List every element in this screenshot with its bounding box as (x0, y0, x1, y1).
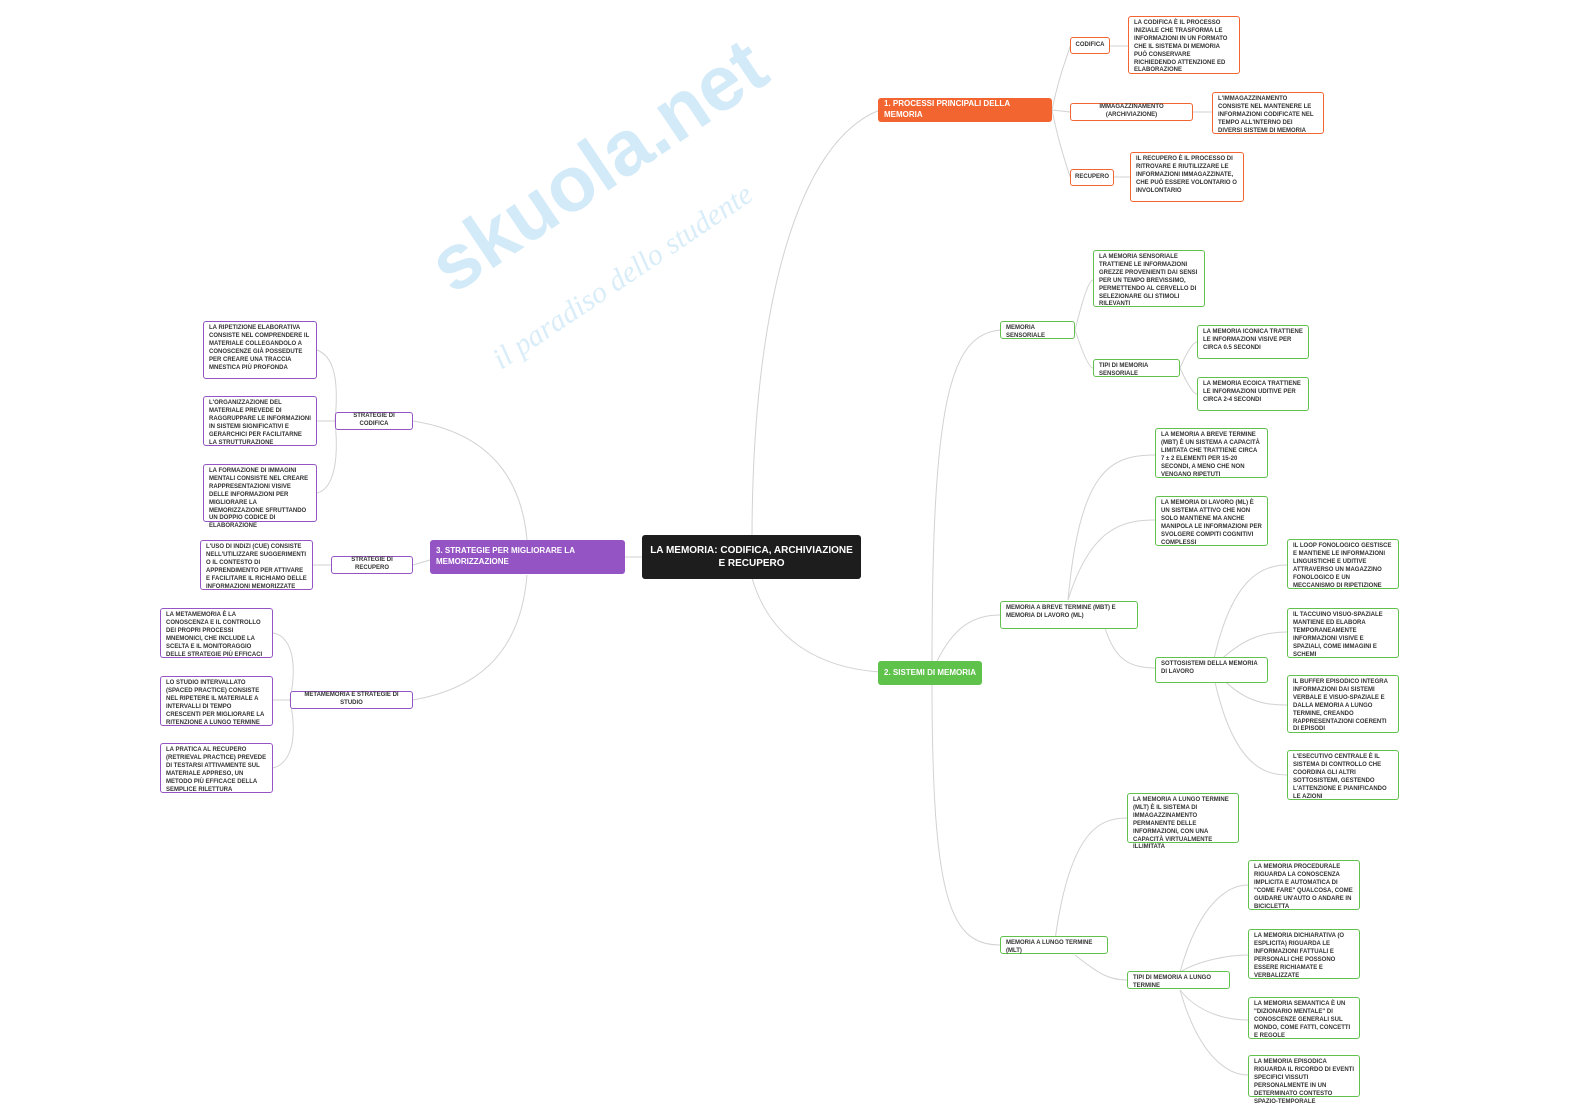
note-codifica[interactable]: LA CODIFICA È IL PROCESSO INIZIALE CHE T… (1128, 16, 1240, 74)
note-loop-fonologico[interactable]: IL LOOP FONOLOGICO GESTISCE E MANTIENE L… (1287, 539, 1399, 589)
note-indizi[interactable]: L'USO DI INDIZI (CUE) CONSISTE NELL'UTIL… (200, 540, 313, 590)
branch-processi[interactable]: 1. PROCESSI PRINCIPALI DELLA MEMORIA (878, 98, 1052, 122)
note-immagazzinamento[interactable]: L'IMMAGAZZINAMENTO CONSISTE NEL MANTENER… (1212, 92, 1324, 134)
node-codifica[interactable]: CODIFICA (1070, 37, 1110, 54)
node-immagazzinamento[interactable]: IMMAGAZZINAMENTO (ARCHIVIAZIONE) (1070, 103, 1193, 121)
note-taccuino[interactable]: IL TACCUINO VISUO-SPAZIALE MANTIENE ED E… (1287, 608, 1399, 658)
branch-strategie[interactable]: 3. STRATEGIE PER MIGLIORARE LA MEMORIZZA… (430, 540, 625, 574)
note-studio-intervallato[interactable]: LO STUDIO INTERVALLATO (SPACED PRACTICE)… (160, 676, 273, 726)
note-mlt[interactable]: LA MEMORIA A LUNGO TERMINE (MLT) È IL SI… (1127, 793, 1239, 850)
node-mbt[interactable]: MEMORIA A BREVE TERMINE (MBT) E MEMORIA … (1000, 601, 1138, 629)
note-ecoica[interactable]: LA MEMORIA ECOICA TRATTIENE LE INFORMAZI… (1197, 377, 1309, 411)
node-sottosistemi[interactable]: SOTTOSISTEMI DELLA MEMORIA DI LAVORO (1155, 657, 1268, 683)
note-memoria-sensoriale[interactable]: LA MEMORIA SENSORIALE TRATTIENE LE INFOR… (1093, 250, 1205, 307)
note-immagini[interactable]: LA FORMAZIONE DI IMMAGINI MENTALI CONSIS… (203, 464, 317, 529)
note-metamemoria[interactable]: LA METAMEMORIA È LA CONOSCENZA E IL CONT… (160, 608, 273, 658)
note-semantica[interactable]: LA MEMORIA SEMANTICA È UN "DIZIONARIO ME… (1248, 997, 1360, 1039)
note-mbt[interactable]: LA MEMORIA A BREVE TERMINE (MBT) È UN SI… (1155, 428, 1268, 478)
note-buffer[interactable]: IL BUFFER EPISODICO INTEGRA INFORMAZIONI… (1287, 675, 1399, 733)
central-topic[interactable]: LA MEMORIA: CODIFICA, ARCHIVIAZIONE E RE… (642, 535, 861, 579)
branch-sistemi[interactable]: 2. SISTEMI DI MEMORIA (878, 661, 982, 685)
node-strategie-recupero[interactable]: STRATEGIE DI RECUPERO (331, 556, 413, 574)
note-iconica[interactable]: LA MEMORIA ICONICA TRATTIENE LE INFORMAZ… (1197, 325, 1309, 359)
node-strategie-codifica[interactable]: STRATEGIE DI CODIFICA (335, 412, 413, 430)
note-pratica-recupero[interactable]: LA PRATICA AL RECUPERO (RETRIEVAL PRACTI… (160, 743, 273, 793)
node-metamemoria[interactable]: METAMEMORIA E STRATEGIE DI STUDIO (290, 691, 413, 709)
node-memoria-sensoriale[interactable]: MEMORIA SENSORIALE (1000, 321, 1075, 339)
note-esecutivo[interactable]: L'ESECUTIVO CENTRALE È IL SISTEMA DI CON… (1287, 750, 1399, 800)
node-tipi-sensoriale[interactable]: TIPI DI MEMORIA SENSORIALE (1093, 359, 1180, 377)
note-dichiarativa[interactable]: LA MEMORIA DICHIARATIVA (O ESPLICITA) RI… (1248, 929, 1360, 979)
note-ripetizione[interactable]: LA RIPETIZIONE ELABORATIVA CONSISTE NEL … (203, 321, 317, 379)
note-episodica[interactable]: LA MEMORIA EPISODICA RIGUARDA IL RICORDO… (1248, 1055, 1360, 1105)
note-organizzazione[interactable]: L'ORGANIZZAZIONE DEL MATERIALE PREVEDE D… (203, 396, 317, 446)
node-recupero[interactable]: RECUPERO (1070, 169, 1114, 186)
note-recupero[interactable]: IL RECUPERO È IL PROCESSO DI RITROVARE E… (1130, 152, 1244, 202)
note-procedurale[interactable]: LA MEMORIA PROCEDURALE RIGUARDA LA CONOS… (1248, 860, 1360, 910)
node-mlt[interactable]: MEMORIA A LUNGO TERMINE (MLT) (1000, 936, 1108, 954)
node-tipi-mlt[interactable]: TIPI DI MEMORIA A LUNGO TERMINE (1127, 971, 1230, 989)
note-memoria-lavoro[interactable]: LA MEMORIA DI LAVORO (ML) È UN SISTEMA A… (1155, 496, 1268, 546)
